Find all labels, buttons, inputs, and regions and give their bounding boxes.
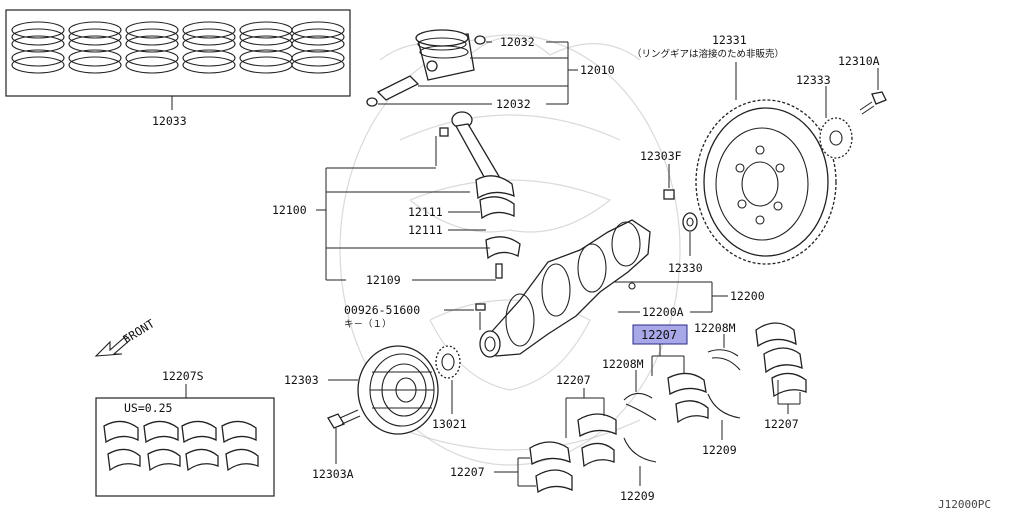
label-12331[interactable]: 12331 — [712, 33, 747, 47]
label-front: FRONT — [120, 316, 157, 346]
main-bearing-pair-lower[interactable] — [494, 441, 573, 494]
piston-rings-group[interactable] — [5, 9, 351, 110]
thrust-bearing-right[interactable] — [707, 393, 741, 440]
crank-key[interactable] — [444, 303, 486, 330]
connecting-rod[interactable] — [316, 111, 521, 281]
plug-12303F[interactable] — [663, 164, 675, 200]
main-bearing-pair-middle[interactable] — [565, 388, 617, 468]
label-12303F[interactable]: 12303F — [640, 149, 682, 163]
thrust-bearing-lower[interactable] — [623, 437, 657, 486]
bearing-set-undersize[interactable] — [95, 384, 275, 497]
main-bearing-pair-right[interactable] — [755, 322, 807, 414]
label-12200A[interactable]: 12200A — [642, 305, 684, 319]
label-12111-b[interactable]: 12111 — [408, 223, 443, 237]
label-12207-lower[interactable]: 12207 — [450, 465, 485, 479]
piston-assembly[interactable] — [366, 29, 578, 107]
label-12209-lower[interactable]: 12209 — [620, 489, 655, 503]
label-12207-selected[interactable]: 12207 — [641, 328, 677, 342]
pulley-bolt[interactable] — [327, 409, 361, 464]
label-12032-top[interactable]: 12032 — [500, 35, 535, 49]
main-bearing-pair-center[interactable] — [667, 372, 709, 424]
label-12209-right[interactable]: 12209 — [702, 443, 737, 457]
label-key-part[interactable]: 00926-51600 — [344, 303, 420, 317]
label-12310A[interactable]: 12310A — [838, 54, 880, 68]
watermark-emblem — [339, 34, 681, 466]
front-arrow-icon — [94, 335, 131, 357]
label-12111-a[interactable]: 12111 — [408, 205, 443, 219]
label-12032-bottom[interactable]: 12032 — [496, 97, 531, 111]
label-12333[interactable]: 12333 — [796, 73, 831, 87]
label-12200[interactable]: 12200 — [730, 289, 765, 303]
pilot-bushing[interactable] — [682, 212, 698, 256]
label-12033[interactable]: 12033 — [152, 114, 187, 128]
thrust-washer-upper[interactable] — [707, 334, 741, 371]
label-12303[interactable]: 12303 — [284, 373, 319, 387]
note-key-qty: キ－（１） — [344, 318, 392, 330]
label-12207-right[interactable]: 12207 — [764, 417, 799, 431]
crank-sprocket[interactable] — [435, 345, 461, 414]
flywheel-bolt[interactable] — [859, 68, 887, 115]
crank-pulley[interactable] — [328, 345, 439, 435]
flywheel-plate[interactable] — [819, 86, 853, 159]
flywheel[interactable] — [695, 62, 837, 265]
label-12010[interactable]: 12010 — [580, 63, 615, 77]
label-12207-middle[interactable]: 12207 — [556, 373, 591, 387]
note-undersize: US=0.25 — [124, 401, 172, 415]
label-13021[interactable]: 13021 — [432, 417, 467, 431]
label-12100[interactable]: 12100 — [272, 203, 307, 217]
label-12330[interactable]: 12330 — [668, 261, 703, 275]
label-12208M-lower[interactable]: 12208M — [602, 357, 644, 371]
note-ring-gear-not-sold: （リングギアは溶接のため非販売） — [632, 48, 784, 60]
label-12303A[interactable]: 12303A — [312, 467, 354, 481]
crankshaft[interactable] — [479, 219, 728, 358]
label-12207S[interactable]: 12207S — [162, 369, 204, 383]
thrust-washer-lower[interactable] — [623, 370, 657, 421]
selected-part-12207[interactable]: 12207 — [632, 324, 688, 376]
label-12208M-upper[interactable]: 12208M — [694, 321, 736, 335]
label-12109[interactable]: 12109 — [366, 273, 401, 287]
figure-code: J12000PC — [938, 498, 991, 511]
